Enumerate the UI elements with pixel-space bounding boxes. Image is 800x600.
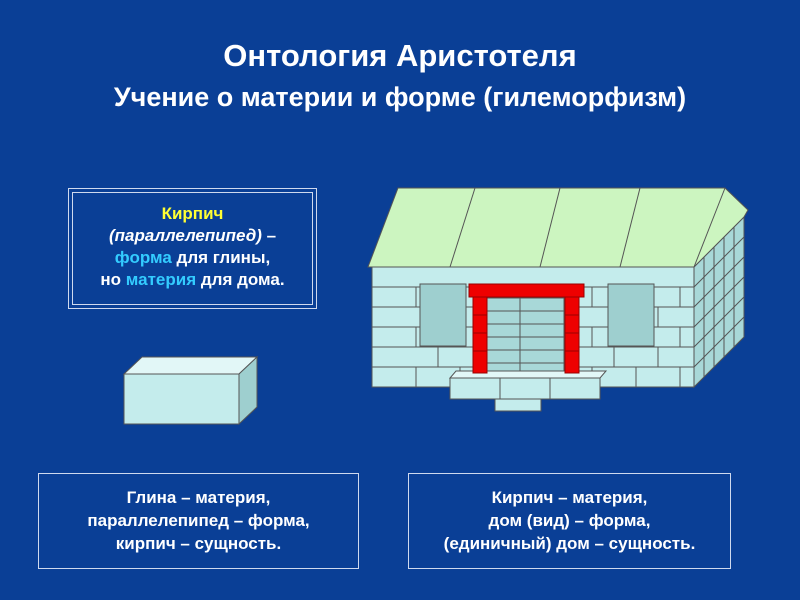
house-illustration	[367, 187, 749, 412]
brick-caption-line2: (параллелепипед) –	[108, 226, 277, 245]
house-caption-line1: Кирпич – материя,	[491, 488, 648, 507]
clay-caption-line3: кирпич – сущность.	[115, 534, 282, 553]
clay-caption-line1: Глина – материя,	[126, 488, 271, 507]
brick-caption-box: Кирпич (параллелепипед) – форма для глин…	[68, 188, 317, 309]
house-caption-line2: дом (вид) – форма,	[488, 511, 651, 530]
house-red-columns	[468, 283, 585, 374]
house-caption-box: Кирпич – материя, дом (вид) – форма, (ед…	[408, 473, 731, 569]
page-title: Онтология Аристотеля	[223, 38, 577, 73]
page-subtitle: Учение о материи и форме (гилеморфизм)	[113, 82, 687, 112]
brick-caption-line3: форма для глины,	[114, 248, 271, 267]
house-step-1	[449, 377, 601, 400]
clay-caption-line2: параллелепипед – форма,	[87, 511, 310, 530]
brick-caption-line4: но материя для дома.	[100, 270, 285, 289]
house-roof	[367, 187, 749, 268]
house-caption-line3: (единичный) дом – сущность.	[443, 534, 696, 553]
clay-caption-box: Глина – материя, параллелепипед – форма,…	[38, 473, 359, 569]
brick-caption-line1: Кирпич	[161, 204, 224, 223]
house-step-2	[494, 398, 542, 412]
brick-illustration	[122, 355, 259, 426]
